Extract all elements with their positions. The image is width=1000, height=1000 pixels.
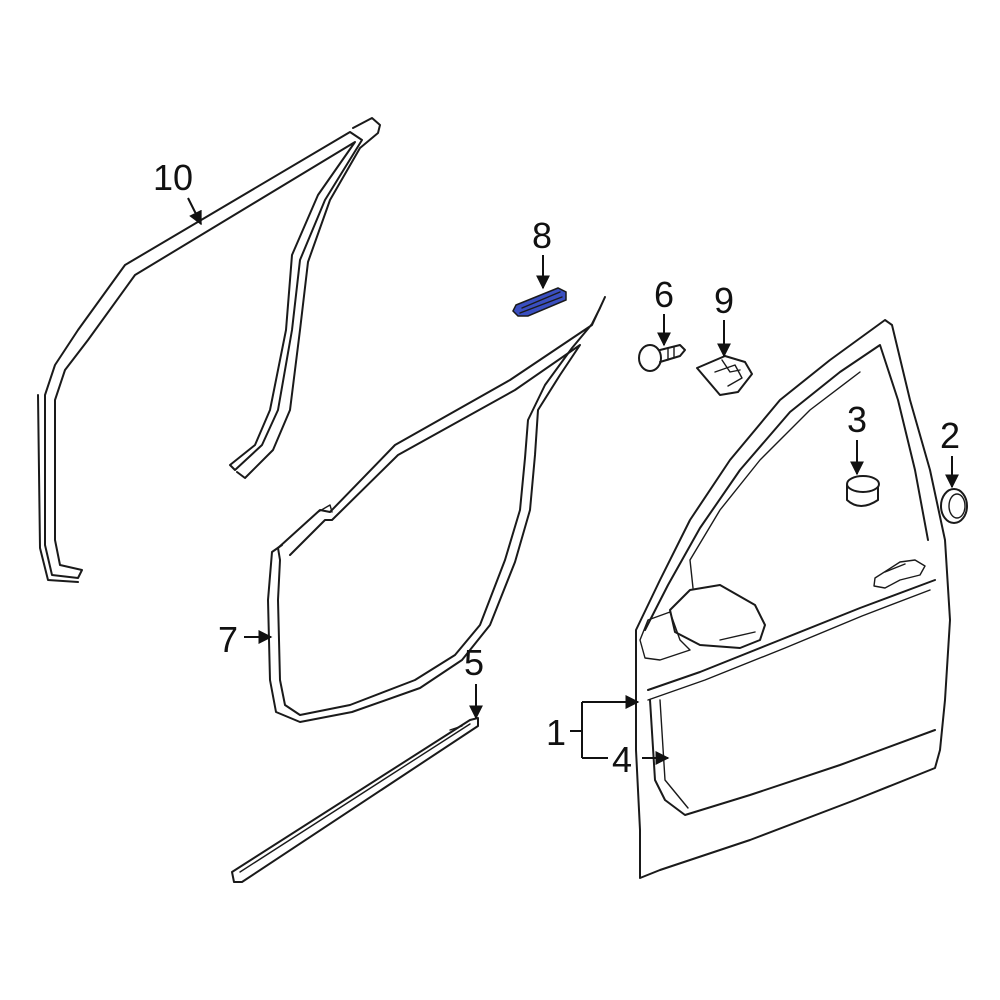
callout-2-label: 2: [940, 415, 960, 456]
callout-5: 5: [464, 642, 484, 720]
part-2-plug[interactable]: [940, 488, 968, 524]
callout-9-label: 9: [714, 280, 734, 321]
part-10-weatherstrip[interactable]: [37, 117, 381, 583]
callout-9: 9: [714, 280, 734, 358]
callout-10-label: 10: [153, 157, 193, 198]
part-9-bracket[interactable]: [696, 355, 753, 396]
callout-3-label: 3: [847, 399, 867, 440]
callout-7-label: 7: [218, 619, 238, 660]
callout-6: 6: [654, 274, 674, 347]
part-7-door-opening-weatherstrip[interactable]: [267, 296, 606, 723]
callout-4: 4: [582, 739, 670, 780]
callout-8-label: 8: [532, 215, 552, 256]
callout-10: 10: [153, 157, 202, 226]
part-1-door-shell[interactable]: [635, 319, 951, 879]
callout-2: 2: [940, 415, 960, 489]
callout-1-label: 1: [546, 712, 566, 753]
callout-7: 7: [218, 619, 273, 660]
callout-6-label: 6: [654, 274, 674, 315]
callout-5-label: 5: [464, 642, 484, 683]
callout-1: 1: [546, 695, 640, 758]
part-5-sill-strip[interactable]: [231, 717, 479, 883]
callout-4-label: 4: [612, 739, 632, 780]
callout-3: 3: [847, 399, 867, 476]
callout-8: 8: [532, 215, 552, 290]
part-6-push-clip[interactable]: [638, 344, 686, 372]
part-3-bumper[interactable]: [846, 475, 880, 507]
part-8-clip[interactable]: [512, 287, 567, 317]
